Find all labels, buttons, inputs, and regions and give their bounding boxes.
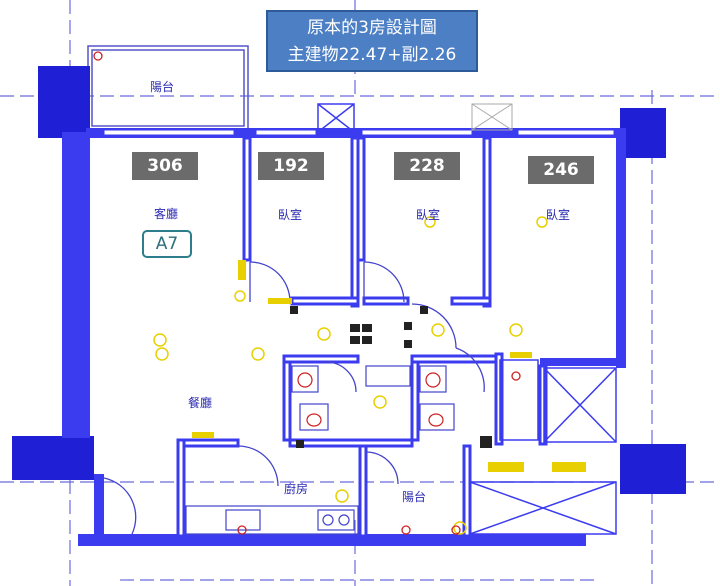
dimension-bedroom-2: 228 — [394, 152, 460, 180]
room-label-kitchen: 廚房 — [284, 482, 309, 496]
dimension-living: 306 — [132, 152, 198, 180]
room-label-dining: 餐廳 — [188, 396, 213, 410]
dimension-bedroom-1: 192 — [258, 152, 324, 180]
red-symbols — [93, 51, 521, 535]
plan-title-box: 原本的3房設計圖 主建物22.47+副2.26 — [266, 10, 478, 72]
yellow-fixtures — [192, 260, 586, 472]
window-strips — [103, 129, 615, 136]
column-top-left — [38, 66, 90, 138]
ceiling-lights — [153, 216, 548, 535]
room-label-bedroom-1: 臥室 — [278, 208, 303, 222]
plan-subtitle: 主建物22.47+副2.26 — [287, 45, 457, 65]
room-label-bedroom-2: 臥室 — [416, 208, 441, 222]
column-bottom-right — [620, 444, 686, 494]
room-label-bedroom-3: 臥室 — [546, 208, 571, 222]
room-label-balcony-top: 陽台 — [150, 80, 175, 94]
kitchen-counter — [185, 505, 359, 535]
room-label-balcony-bottom: 陽台 — [402, 490, 427, 504]
duct-shaft-hatched — [471, 103, 513, 131]
plan-title: 原本的3房設計圖 — [307, 18, 437, 38]
interior-walls — [176, 136, 548, 538]
column-bottom-left — [12, 436, 94, 480]
duct-shafts — [317, 103, 617, 535]
exterior-walls — [62, 128, 626, 546]
unit-tag: A7 — [142, 230, 192, 258]
bath-fixtures — [291, 365, 455, 431]
door-swings — [103, 261, 485, 535]
electrical-symbols — [290, 306, 492, 448]
dimension-bedroom-3: 246 — [528, 156, 594, 184]
room-label-living: 客廳 — [154, 207, 179, 221]
column-top-right — [620, 108, 666, 158]
structural-columns — [12, 66, 686, 494]
